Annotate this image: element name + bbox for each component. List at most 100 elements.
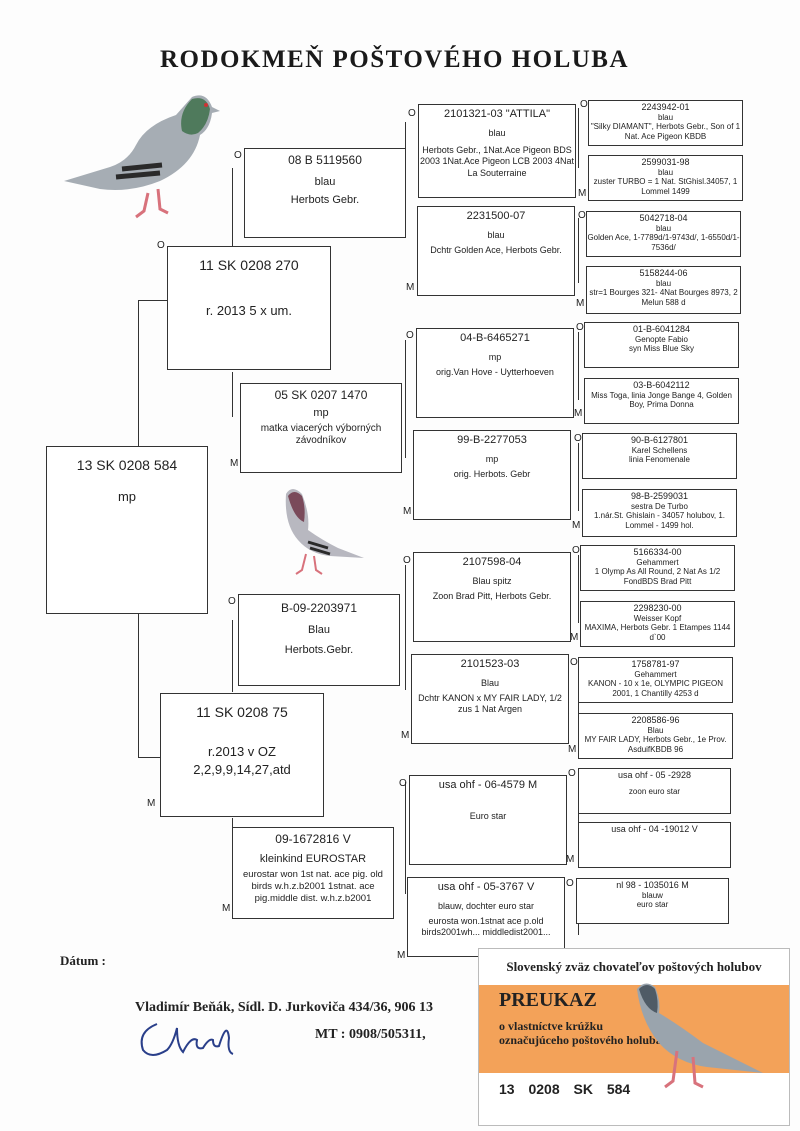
g4-note: "Silky DIAMANT", Herbots Gebr., Son of 1… <box>590 122 741 141</box>
g4-mark: O <box>574 433 582 444</box>
g2-color: Blau <box>307 624 331 636</box>
g4-box: nl 98 - 1035016 M blauw euro star <box>576 878 729 924</box>
connector <box>138 612 139 757</box>
sire-mark: O <box>157 240 165 251</box>
sire-box: 11 SK 0208 270 r. 2013 5 x um. <box>167 246 331 370</box>
g4-mark: O <box>580 99 588 110</box>
membership-card: Slovenský zväz chovateľov poštových holu… <box>478 948 790 1126</box>
connector <box>138 757 160 758</box>
g2-note: matka viacerých výborných závodníkov <box>260 422 382 447</box>
g2-mark: M <box>222 903 231 914</box>
g3-color: blauw, dochter euro star <box>437 900 535 911</box>
g3-box: 2107598-04 Blau spitz Zoon Brad Pitt, He… <box>413 552 571 642</box>
connector <box>138 300 139 460</box>
connector <box>232 168 233 246</box>
g3-note: Dchtr Golden Ace, Herbots Gebr. <box>430 245 562 255</box>
g3-ring: usa ohf - 05-3767 V <box>437 881 535 893</box>
card-subtitle: o vlastníctve krúžku označujúceho poštov… <box>499 1019 662 1048</box>
ring-year: 13 <box>499 1081 515 1097</box>
g3-ring: 2107598-04 <box>462 556 522 568</box>
g4-color: Gehammert <box>636 557 679 567</box>
g2-ring: 08 B 5119560 <box>288 153 362 167</box>
g4-color: Gehammert <box>634 669 677 679</box>
g4-box: 2599031-98 blau zuster TURBO = 1 Nat. St… <box>588 155 743 201</box>
dam-line2: 2,2,9,9,14,27,atd <box>193 761 291 777</box>
g4-ring: 2298230-00 <box>633 603 682 613</box>
g4-ring: 2243942-01 <box>641 102 690 112</box>
g4-note: KANON - 10 x 1e, OLYMPIC PIGEON 2001, 1 … <box>588 679 723 698</box>
page-title: RODOKMEŇ POŠTOVÉHO HOLUBA <box>160 46 630 73</box>
g3-ring: 99-B-2277053 <box>457 434 527 446</box>
ring-number: 0208 <box>528 1081 560 1097</box>
g2-box: 09-1672816 V kleinkind EUROSTAR eurostar… <box>232 827 394 919</box>
g4-box: 5042718-04 blau Golden Ace, 1-7789d/1-97… <box>586 211 741 257</box>
g4-mark: M <box>574 408 583 419</box>
g3-note: Herbots Gebr., 1Nat.Ace Pigeon BDS 2003 … <box>419 145 575 178</box>
pigeon-illustration <box>637 983 763 1089</box>
dam-box: 11 SK 0208 75 r.2013 v OZ 2,2,9,9,14,27,… <box>160 693 324 817</box>
handwritten-signature <box>140 1023 234 1056</box>
g4-color: blauw <box>642 890 663 900</box>
g4-mark: M <box>576 298 585 309</box>
g4-ring: 5166334-00 <box>633 547 682 557</box>
g4-ring: 98-B-2599031 <box>630 491 689 501</box>
g2-note: Herbots Gebr. <box>290 193 360 206</box>
g3-box: usa ohf - 05-3767 V blauw, dochter euro … <box>407 877 565 957</box>
g4-color: sestra De Turbo <box>631 501 688 511</box>
card-header: Slovenský zväz chovateľov poštových holu… <box>506 959 762 974</box>
g3-ring: 04-B-6465271 <box>460 332 530 344</box>
connector <box>578 218 579 283</box>
connector <box>578 332 579 400</box>
g4-ring: 03-B-6042112 <box>633 380 690 390</box>
g4-mark: O <box>578 210 586 221</box>
g4-note: MY FAIR LADY, Herbots Gebr., 1e Prov. As… <box>584 735 727 754</box>
g3-box: usa ohf - 06-4579 M Euro star <box>409 775 567 865</box>
g4-color: Weisser Kopf <box>633 613 682 623</box>
g4-ring: nl 98 - 1035016 M <box>616 880 689 890</box>
g4-color: blau <box>657 167 674 177</box>
g3-color: Blau <box>480 677 499 688</box>
g4-ring: 5158244-06 <box>639 268 688 278</box>
g4-mark: M <box>572 520 581 531</box>
g4-note: Golden Ace, 1-7789d/1-9743d/, 1-6550d/1-… <box>587 233 740 252</box>
g4-color: blau <box>657 112 674 122</box>
g2-ring: B-09-2203971 <box>280 601 358 615</box>
g3-mark: M <box>401 730 410 741</box>
connector <box>405 340 406 458</box>
g3-mark: O <box>399 778 407 789</box>
g4-ring: 1758781-97 <box>631 659 680 669</box>
dam-line1: r.2013 v OZ <box>208 743 276 759</box>
g4-mark: M <box>570 632 579 643</box>
sire-note: r. 2013 5 x um. <box>206 302 292 318</box>
g3-note: eurosta won.1stnat ace p.old birds2001wh… <box>421 916 551 938</box>
g4-mark: O <box>570 657 578 668</box>
g4-note: linia Fenomenale <box>629 455 690 465</box>
g4-note: MAXIMA, Herbots Gebr. 1 Etampes 1144 d`0… <box>584 623 731 642</box>
g3-note: Dchtr KANON x MY FAIR LADY, 1/2 zus 1 Na… <box>418 693 562 715</box>
datum-label: Dátum : <box>60 953 106 968</box>
g3-box: 2231500-07 blau Dchtr Golden Ace, Herbot… <box>417 206 575 296</box>
g3-mark: M <box>406 282 415 293</box>
g4-box: usa ohf - 04 -19012 V <box>578 822 731 868</box>
g4-mark: M <box>568 744 577 755</box>
g4-mark: O <box>576 322 584 333</box>
g4-ring: usa ohf - 04 -19012 V <box>611 824 698 834</box>
g2-box: B-09-2203971 Blau Herbots.Gebr. <box>238 594 400 686</box>
g4-note: 1 Olymp As All Round, 2 Nat As 1/2 FondB… <box>594 567 721 586</box>
g4-box: usa ohf - 05 -2928 zoon euro star <box>578 768 731 814</box>
g4-note: zoon euro star <box>628 786 681 796</box>
g2-color: mp <box>313 407 329 419</box>
g3-box: 2101321-03 "ATTILA" blau Herbots Gebr., … <box>418 104 576 198</box>
g3-mark: O <box>406 330 414 341</box>
g4-color: Blau <box>647 725 664 735</box>
g4-box: 01-B-6041284 Genopte Fabio syn Miss Blue… <box>584 322 739 368</box>
g4-box: 2208586-96 Blau MY FAIR LADY, Herbots Ge… <box>578 713 733 759</box>
g4-note: 1.nár.St. Ghislain - 34057 holubov, 1. L… <box>593 511 726 530</box>
g3-box: 2101523-03 Blau Dchtr KANON x MY FAIR LA… <box>411 654 569 744</box>
g4-note: zuster TURBO = 1 Nat. StGhisl.34057, 1 L… <box>593 177 738 196</box>
dam-mark: M <box>147 798 156 809</box>
subject-box: 13 SK 0208 584 mp <box>46 446 208 614</box>
g2-mark: M <box>230 458 239 469</box>
g3-ring: 2101321-03 "ATTILA" <box>443 108 551 120</box>
g2-note: Herbots.Gebr. <box>284 643 354 656</box>
